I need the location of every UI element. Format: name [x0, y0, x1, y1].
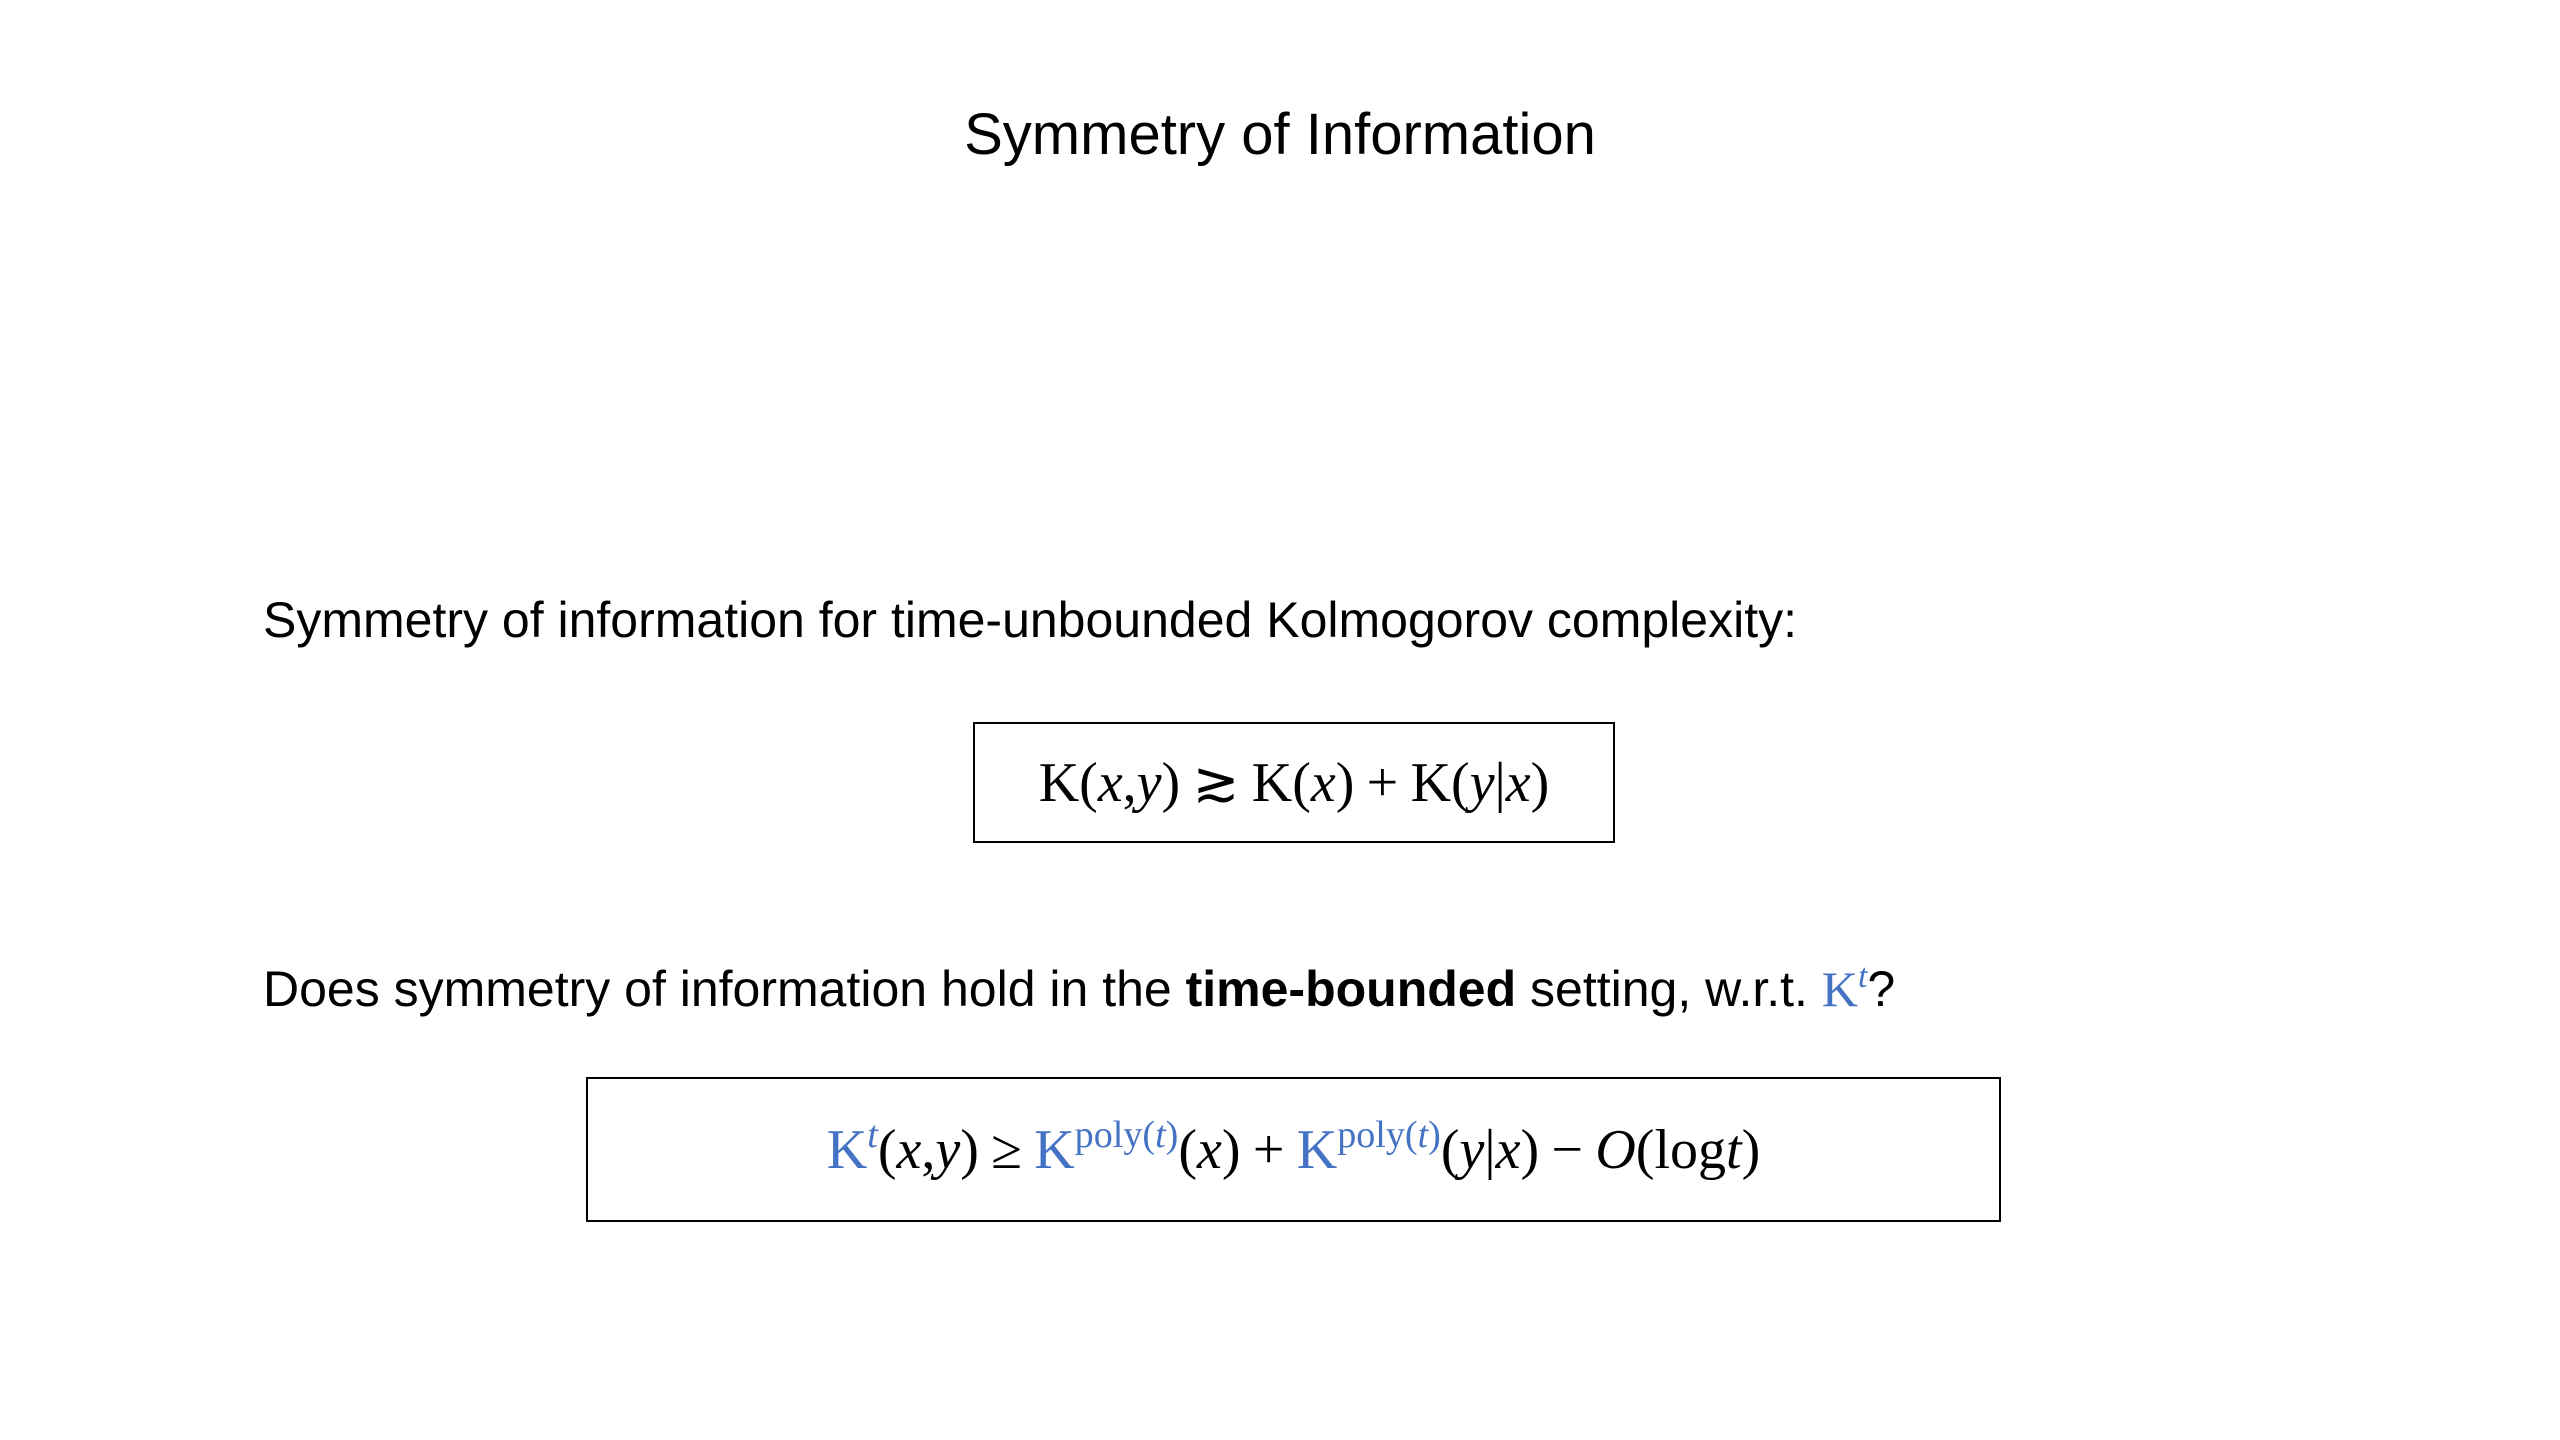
- plus-symbol: +: [1366, 751, 1399, 814]
- kpoly-symbol: Kpoly(t): [1296, 1113, 1441, 1181]
- slide-title: Symmetry of Information: [964, 102, 1596, 167]
- emphasis-time-bounded: time-bounded: [1185, 961, 1517, 1017]
- k-symbol: K: [1038, 751, 1080, 814]
- relation-symbol: ≳: [1192, 752, 1240, 814]
- formula-time-bounded: Kt(x, y)≥Kpoly(t)(x)+Kpoly(t)(y | x)−O(l…: [586, 1077, 2001, 1222]
- relation-symbol: ≥: [991, 1118, 1022, 1181]
- formula-unbounded: K(x, y)≳K(x)+K(y | x): [973, 722, 1615, 843]
- plus-symbol: +: [1252, 1118, 1285, 1181]
- big-o-symbol: O: [1595, 1118, 1636, 1181]
- kpoly-symbol: Kpoly(t): [1034, 1113, 1179, 1181]
- minus-symbol: −: [1551, 1118, 1584, 1181]
- k-symbol: K: [1410, 751, 1452, 814]
- intro-text: Symmetry of information for time-unbound…: [263, 592, 1797, 648]
- k-symbol: K: [1251, 751, 1293, 814]
- kt-symbol: Kt: [826, 1113, 878, 1181]
- kt-symbol: Kt: [1821, 958, 1868, 1017]
- question-text: Does symmetry of information hold in the…: [263, 958, 1896, 1017]
